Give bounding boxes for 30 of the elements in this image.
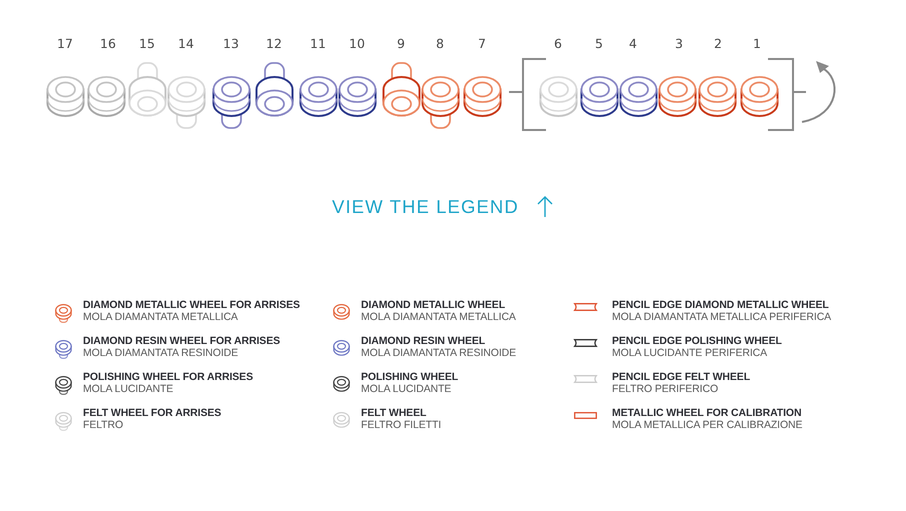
legend-text: PENCIL EDGE FELT WHEEL FELTRO PERIFERICO <box>612 371 750 395</box>
callout-number: 13 <box>223 37 239 51</box>
legend-text: PENCIL EDGE POLISHING WHEEL MOLA LUCIDANTE PERIFERICA <box>612 335 782 359</box>
legend-text: POLISHING WHEEL FOR ARRISES MOLA LUCIDANTE <box>83 371 253 395</box>
view-legend-link: VIEW THE LEGEND <box>332 196 519 218</box>
legend-text: FELT WHEEL FELTRO FILETTI <box>361 407 442 431</box>
callout-number: 5 <box>595 37 603 51</box>
callout-number: 1 <box>753 37 761 51</box>
callout-number: 10 <box>349 37 365 51</box>
callout-number: 8 <box>436 37 444 51</box>
legend-text: METALLIC WHEEL FOR CALIBRATION MOLA METALLICA PER CALIBRAZIONE <box>612 407 802 431</box>
callout-number: 14 <box>178 37 194 51</box>
callout-number: 16 <box>100 37 116 51</box>
legend-text: FELT WHEEL FOR ARRISES FELTRO <box>83 407 222 431</box>
callout-number: 7 <box>478 37 486 51</box>
legend-text: DIAMOND METALLIC WHEEL FOR ARRISES MOLA DIAMANTATA METALLICA <box>83 299 300 323</box>
legend-text: POLISHING WHEEL MOLA LUCIDANTE <box>361 371 458 395</box>
callout-number: 3 <box>675 37 683 51</box>
callout-number: 15 <box>139 37 155 51</box>
callout-number: 17 <box>57 37 73 51</box>
callout-number: 6 <box>554 37 562 51</box>
callout-number: 11 <box>310 37 326 51</box>
callout-number: 9 <box>397 37 405 51</box>
callout-number: 12 <box>266 37 282 51</box>
callout-number: 4 <box>629 37 637 51</box>
legend-text: DIAMOND METALLIC WHEEL MOLA DIAMANTATA METALLICA <box>361 299 516 323</box>
callout-number: 2 <box>714 37 722 51</box>
legend-text: DIAMOND RESIN WHEEL FOR ARRISES MOLA DIAMANTATA RESINOIDE <box>83 335 280 359</box>
legend-text: PENCIL EDGE DIAMOND METALLIC WHEEL MOLA DIAMANTATA METALLICA PERIFERICA <box>612 299 832 323</box>
legend-text: DIAMOND RESIN WHEEL MOLA DIAMANTATA RESINOIDE <box>361 335 516 359</box>
